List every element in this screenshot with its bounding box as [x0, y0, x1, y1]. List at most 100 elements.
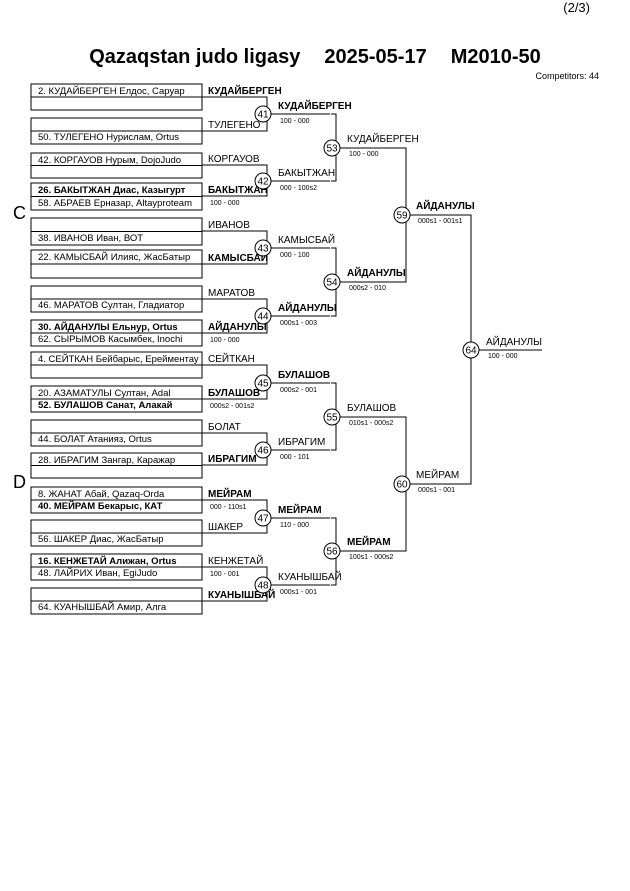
match-circle-label: 43 [257, 244, 269, 255]
entry-name: 64. КУАНЫШБАЙ Амир, Алга [38, 601, 167, 613]
round3-score: 100s1 - 000s2 [349, 554, 393, 561]
round1-name: БУЛАШОВ [208, 388, 260, 399]
round2-score: 000s2 - 001 [280, 387, 317, 394]
round1-name: ИБРАГИМ [208, 454, 257, 465]
round3-name: АЙДАНУЛЫ [347, 266, 406, 279]
match-circle-label: 46 [257, 446, 269, 457]
round1-name: КЕНЖЕТАЙ [208, 554, 263, 567]
entry-name: 26. БАКЫТЖАН Диас, Казыгурт [38, 185, 186, 196]
match-circle [393, 206, 411, 224]
round4-score: 000s1 - 001 [418, 487, 455, 494]
round1-score: 000 - 110s1 [210, 504, 247, 511]
round2-name: МЕЙРАМ [278, 503, 322, 516]
round1-name: АЙДАНУЛЫ [208, 320, 267, 333]
entry-name: 44. БОЛАТ Атанияз, Ortus [38, 434, 152, 445]
round2-name: ИБРАГИМ [278, 437, 325, 448]
match-circle [254, 441, 272, 459]
match-circle-label: 44 [257, 312, 269, 323]
match-circle [323, 139, 341, 157]
entry-name: 28. ИБРАГИМ Зангар, Каражар [38, 455, 175, 466]
round3-name: МЕЙРАМ [347, 535, 391, 548]
round4-name: МЕЙРАМ [416, 468, 459, 481]
round1-name: КУДАЙБЕРГЕН [208, 84, 282, 97]
entry-name: 2. КУДАЙБЕРГЕН Елдос, Саруар [38, 85, 185, 97]
match-circle-label: 54 [326, 278, 338, 289]
entry-name: 16. КЕНЖЕТАЙ Алижан, Ortus [38, 555, 177, 567]
entry-name: 52. БУЛАШОВ Санат, Алакай [38, 400, 173, 411]
round1-score: 100 - 001 [210, 571, 240, 578]
match-circle-label: 41 [257, 110, 269, 121]
match-circle-label: 48 [257, 581, 269, 592]
entry-name: 58. АБРАЕВ Ерназар, Altayproteam [38, 198, 192, 209]
match-circle-label: 47 [257, 514, 269, 525]
round2-score: 000s1 - 003 [280, 320, 317, 327]
round3-name: БУЛАШОВ [347, 403, 397, 414]
entry-name: 46. МАРАТОВ Султан, Гладиатор [38, 300, 184, 311]
entry-name: 56. ШАКЕР Диас, ЖасБатыр [38, 534, 163, 545]
match-circle [323, 273, 341, 291]
round1-score: 000s2 - 001s2 [210, 403, 254, 410]
match-circle [254, 172, 272, 190]
match-circle-label: 59 [396, 211, 408, 222]
round1-name: КОРГАУОВ [208, 154, 260, 165]
final-name: АЙДАНУЛЫ [486, 335, 542, 348]
section-marker-d: D [13, 472, 26, 492]
match-circle-label: 56 [326, 547, 338, 558]
match-circle-label: 60 [396, 480, 408, 491]
page-indicator: (2/3) [563, 0, 590, 15]
match-circle-label: 55 [326, 413, 338, 424]
match-circle [254, 307, 272, 325]
entry-name: 30. АЙДАНУЛЫ Ельнур, Ortus [38, 321, 178, 333]
round1-score: 100 - 000 [210, 337, 240, 344]
match-circle [254, 239, 272, 257]
entry-name: 38. ИВАНОВ Иван, ВОТ [38, 233, 143, 244]
entry-name: 42. КОРГАУОВ Нурым, DojoJudo [38, 155, 181, 166]
entry-name: 48. ЛАЙРИХ Иван, EgiJudo [38, 567, 157, 579]
league-name: Qazaqstan judo ligasy [89, 46, 301, 68]
round4-name: АЙДАНУЛЫ [416, 199, 475, 212]
round2-name: БАКЫТЖАН [278, 168, 335, 179]
match-circle [254, 105, 272, 123]
entry-name: 8. ЖАНАТ Абай, Qazaq-Orda [38, 489, 165, 500]
match-circle [254, 509, 272, 527]
round1-name: ИВАНОВ [208, 220, 250, 231]
round1-name: БАКЫТЖАН [208, 185, 268, 196]
round1-name: МЕЙРАМ [208, 487, 252, 500]
round4-score: 000s1 - 001s1 [418, 218, 462, 225]
competitors-count: Competitors: 44 [535, 71, 599, 81]
match-circle-label: 45 [257, 379, 269, 390]
round2-name: КАМЫСБАЙ [278, 233, 335, 246]
match-circle [462, 341, 480, 359]
round2-score: 000 - 100 [280, 252, 310, 259]
match-circle [393, 475, 411, 493]
round1-name: КАМЫСБАЙ [208, 251, 268, 264]
match-circle [254, 374, 272, 392]
round3-name: КУДАЙБЕРГЕН [347, 132, 419, 145]
round1-name: МАРАТОВ [208, 288, 255, 299]
entry-name: 22. КАМЫСБАЙ Илияс, ЖасБатыр [38, 251, 190, 263]
entry-name: 62. СЫРЫМОВ Касымбек, Inochi [38, 334, 182, 345]
round2-score: 000 - 101 [280, 454, 310, 461]
entry-name: 40. МЕЙРАМ Бекарыс, КАТ [38, 500, 163, 512]
round2-score: 000 - 100s2 [280, 185, 317, 192]
match-circle-label: 42 [257, 177, 269, 188]
match-circle-label: 64 [465, 346, 477, 357]
match-circle-label: 53 [326, 144, 338, 155]
entry-name: 4. СЕЙТКАН Бейбарыс, Ерейментау [38, 353, 199, 365]
round3-score: 100 - 000 [349, 151, 379, 158]
round2-score: 000s1 - 001 [280, 589, 317, 596]
entry-name: 20. АЗАМАТУЛЫ Султан, Adal [38, 388, 170, 399]
final-score: 100 - 000 [488, 353, 518, 360]
match-circle [323, 542, 341, 560]
round2-name: КУДАЙБЕРГЕН [278, 99, 352, 112]
round3-score: 000s2 - 010 [349, 285, 386, 292]
round1-name: ШАКЕР [208, 522, 243, 533]
round1-name: БОЛАТ [208, 422, 241, 433]
entry-name: 50. ТУЛЕГЕНО Нурислам, Ortus [38, 132, 179, 143]
section-marker-c: C [13, 203, 26, 223]
match-circle [254, 576, 272, 594]
weight-category: M2010-50 [450, 46, 541, 68]
round2-score: 100 - 000 [280, 118, 310, 125]
